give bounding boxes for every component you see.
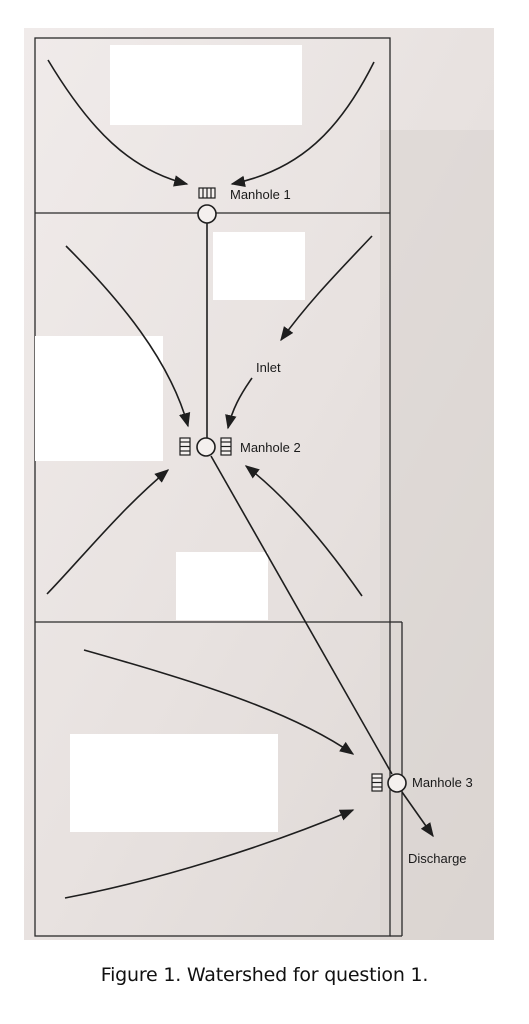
inlet-label: Inlet — [256, 360, 281, 375]
discharge-label: Discharge — [408, 851, 467, 866]
redaction-box-3 — [35, 336, 163, 461]
flow-arrow — [46, 469, 170, 595]
paper-shadow-strip — [380, 130, 494, 940]
redaction-box-4 — [176, 552, 268, 620]
redaction-box-5 — [70, 734, 278, 832]
sewer-pipes — [206, 223, 434, 838]
manhole-1-label: Manhole 1 — [230, 187, 291, 202]
inlet-grate-icon — [198, 187, 216, 199]
flow-arrow — [244, 465, 363, 597]
manhole-2-circle — [196, 437, 216, 457]
flow-arrow — [83, 649, 355, 755]
manhole-3-label: Manhole 3 — [412, 775, 473, 790]
flow-arrow — [225, 377, 253, 430]
redaction-box-2 — [213, 232, 305, 300]
flow-arrow — [64, 809, 355, 899]
redaction-box-1 — [110, 45, 302, 125]
pipe-mh2-mh3 — [210, 455, 393, 775]
manhole-1-circle — [197, 204, 217, 224]
inlet-grate-icon — [371, 773, 383, 792]
manhole-1: Manhole 1 — [197, 187, 291, 224]
manhole-3: Manhole 3 — [371, 773, 473, 793]
flow-arrow — [65, 245, 191, 428]
flow-arrow — [280, 235, 373, 342]
flow-arrows — [46, 59, 375, 899]
manhole-2-label: Manhole 2 — [240, 440, 301, 455]
figure-caption: Figure 1. Watershed for question 1. — [100, 964, 429, 986]
inlet-grate-icon — [220, 437, 232, 456]
redaction-boxes — [35, 45, 305, 832]
manhole-2: Manhole 2 — [179, 437, 301, 457]
pipe-mh3-discharge — [401, 791, 434, 838]
flow-arrow — [230, 61, 375, 188]
inlet-grate-icon — [179, 437, 191, 456]
flow-arrow — [47, 59, 189, 187]
manhole-3-circle — [387, 773, 407, 793]
watershed-boundary — [34, 37, 403, 937]
